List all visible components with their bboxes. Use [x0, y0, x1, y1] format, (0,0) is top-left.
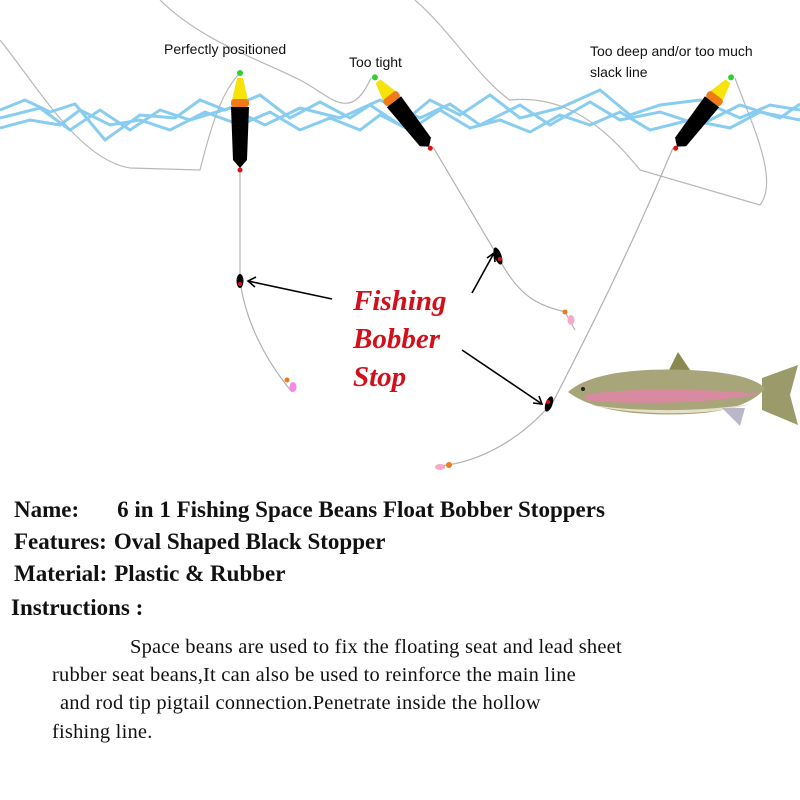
spec-features: Features:Oval Shaped Black Stopper [14, 528, 385, 555]
callout-stop: Stop [353, 361, 406, 393]
float-perfectly-positioned [231, 70, 249, 173]
features-value: Oval Shaped Black Stopper [113, 529, 386, 554]
instructions-line-1: Space beans are used to fix the floating… [130, 636, 622, 658]
bobber-stop-diagram: Perfectly positioned Too tight Too deep … [0, 0, 800, 470]
bobber-stopper-2 [493, 247, 503, 265]
float-too-tight [371, 74, 433, 151]
instructions-line-4: fishing line. [52, 721, 153, 743]
bait-1 [284, 377, 297, 392]
instructions-line-3: and rod tip pigtail connection.Penetrate… [60, 692, 541, 714]
callout-fishing: Fishing [352, 285, 447, 317]
bait-3 [435, 462, 452, 470]
rod-lines [0, 0, 768, 206]
bobber-stopper-1 [236, 274, 244, 288]
bobber-stopper-3 [544, 396, 554, 412]
trout-fish-image [568, 352, 798, 426]
float-too-deep [673, 74, 735, 151]
features-label: Features: [14, 529, 107, 554]
callout-bobber: Bobber [352, 323, 441, 355]
label-perfectly-positioned: Perfectly positioned [164, 41, 286, 57]
label-too-deep-2: slack line [590, 64, 648, 80]
material-label: Material: [14, 561, 108, 586]
fishing-lines [239, 146, 674, 467]
material-value: Plastic & Rubber [114, 561, 286, 586]
name-value: 6 in 1 Fishing Space Beans Float Bobber … [117, 497, 605, 522]
bait-2 [562, 309, 575, 325]
spec-name: Name: 6 in 1 Fishing Space Beans Float Bo… [14, 496, 605, 523]
instructions-line-2: rubber seat beans,It can also be used to… [52, 664, 576, 686]
name-label: Name: [14, 497, 80, 522]
label-too-deep-1: Too deep and/or too much [590, 43, 753, 59]
callout-arrows [246, 251, 544, 405]
label-too-tight: Too tight [349, 54, 402, 70]
instructions-heading: Instructions : [11, 595, 144, 620]
spec-material: Material:Plastic & Rubber [14, 560, 285, 587]
